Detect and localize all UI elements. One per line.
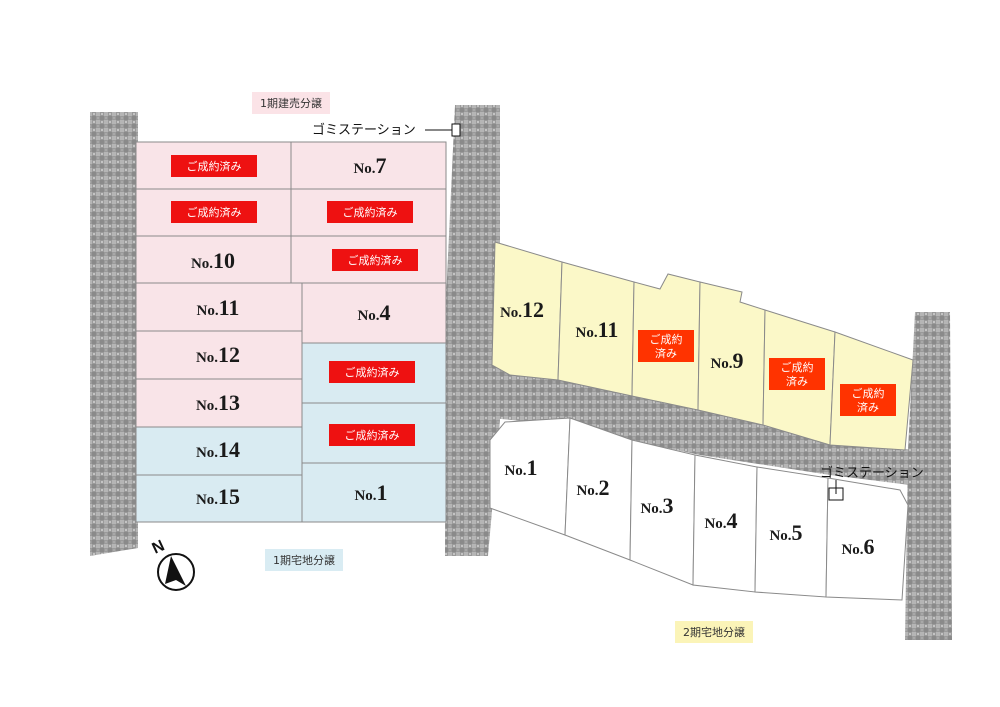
sold-badge-text: ご成約 [650,332,683,346]
lot-label-p2t-a: No.12 [500,297,544,322]
phase2-land-label: 2期宅地分譲 [675,621,753,643]
lot-p1-m[interactable] [135,426,303,476]
lot-number-label: No.14 [196,437,240,462]
sold-badge-text: ご成約 [852,386,885,400]
lot-number-label: No.12 [500,297,544,322]
lot-label-p2t-c: ご成約済み [638,330,694,362]
lot-p2b-6[interactable] [825,477,909,601]
lot-number-label: No.12 [196,342,240,367]
sold-badge-text: 済み [857,400,879,414]
phase2-top-block [491,241,914,451]
lot-label-p2t-b: No.11 [576,317,619,342]
lot-label-p1-a: ご成約済み [171,155,257,177]
sold-badge-text: 済み [655,346,677,360]
lot-p1-g[interactable] [135,282,303,332]
lot-number-label: No.10 [191,248,235,273]
lot-p1-h[interactable] [301,282,447,344]
lot-label-p1-h: No.4 [357,300,390,325]
sold-badge-text: ご成約済み [187,159,242,173]
lot-number-label: No.4 [357,300,390,325]
lot-number-label: No.15 [196,484,240,509]
lot-label-p2t-d: No.9 [710,348,743,373]
lot-label-p2t-e: ご成約済み [769,358,825,390]
sold-badge [638,330,694,362]
lot-number-label: No.2 [576,475,609,500]
sold-badge-text: ご成約済み [187,205,242,219]
garbage-station-phase1: ゴミステーション [312,122,461,138]
lot-number-label: No.11 [576,317,619,342]
lot-number-label: No.11 [197,295,240,320]
lot-p1-e[interactable] [135,235,292,284]
lot-label-p1-g: No.11 [197,295,240,320]
lot-label-p1-m: No.14 [196,437,240,462]
road-middle [488,368,915,485]
lot-number-label: No.6 [841,534,874,559]
lot-label-p1-f: ご成約済み [332,249,418,271]
sold-badge [329,424,415,446]
lot-p1-o[interactable] [301,462,447,523]
phase1-built-label: 1期建売分譲 [252,92,330,114]
lot-label-p2b-1: No.1 [504,455,537,480]
lot-label-p2b-5: No.5 [769,520,802,545]
phase1-land-label: 1期宅地分譲 [265,549,343,571]
lot-number-label: No.13 [196,390,240,415]
sold-badge-text: ご成約 [781,360,814,374]
sold-badge-text: ご成約済み [348,253,403,267]
sold-badge-text: ご成約済み [345,365,400,379]
lot-label-p1-e: No.10 [191,248,235,273]
sold-badge [329,361,415,383]
road-east [905,312,952,640]
lot-number-label: No.5 [769,520,802,545]
lot-number-label: No.9 [710,348,743,373]
lot-label-p2b-3: No.3 [640,493,673,518]
lot-p1-b[interactable] [290,141,447,190]
lot-label-p2t-f: ご成約済み [840,384,896,416]
lot-p1-k[interactable] [135,378,303,428]
garbage-station-box-1 [451,123,461,137]
garbage-station-phase2: ゴミステーション [820,465,924,501]
road-west [90,112,138,556]
lot-p2b-1[interactable] [489,417,571,536]
sold-badge [171,201,257,223]
phase1-block [135,141,447,523]
road-central [445,105,500,556]
garbage-station-label-1: ゴミステーション [312,122,416,138]
sold-badge [769,358,825,390]
sold-badge-text: ご成約済み [343,205,398,219]
sold-badge-text: 済み [786,374,808,388]
north-compass: N [150,537,195,591]
lot-number-label: No.4 [704,508,737,533]
compass-arrow-icon [165,556,186,586]
lot-label-p1-k: No.13 [196,390,240,415]
lot-p1-n[interactable] [135,474,303,523]
lot-label-p1-l: ご成約済み [329,424,415,446]
phase2-bottom-block [489,417,909,601]
compass-north-label: N [150,537,168,557]
lot-label-p2b-4: No.4 [704,508,737,533]
lot-label-p1-b: No.7 [353,153,386,178]
lot-number-label: No.3 [640,493,673,518]
lot-p2t-d[interactable] [697,281,766,426]
lot-number-label: No.1 [504,455,537,480]
sold-badge [171,155,257,177]
lot-label-p1-n: No.15 [196,484,240,509]
lot-label-p2b-6: No.6 [841,534,874,559]
garbage-station-label-2: ゴミステーション [820,465,924,481]
sold-badge-text: ご成約済み [345,428,400,442]
lot-label-p2b-2: No.2 [576,475,609,500]
sold-badge [840,384,896,416]
sold-badge [332,249,418,271]
lot-p2t-a[interactable] [491,241,563,381]
lot-label-p1-c: ご成約済み [171,201,257,223]
lot-label-p1-d: ご成約済み [327,201,413,223]
lot-label-p1-i: No.12 [196,342,240,367]
roads [90,105,952,640]
sold-badge [327,201,413,223]
lot-label-p1-o: No.1 [354,480,387,505]
lot-number-label: No.7 [353,153,386,178]
lot-label-p1-j: ご成約済み [329,361,415,383]
lot-number-label: No.1 [354,480,387,505]
